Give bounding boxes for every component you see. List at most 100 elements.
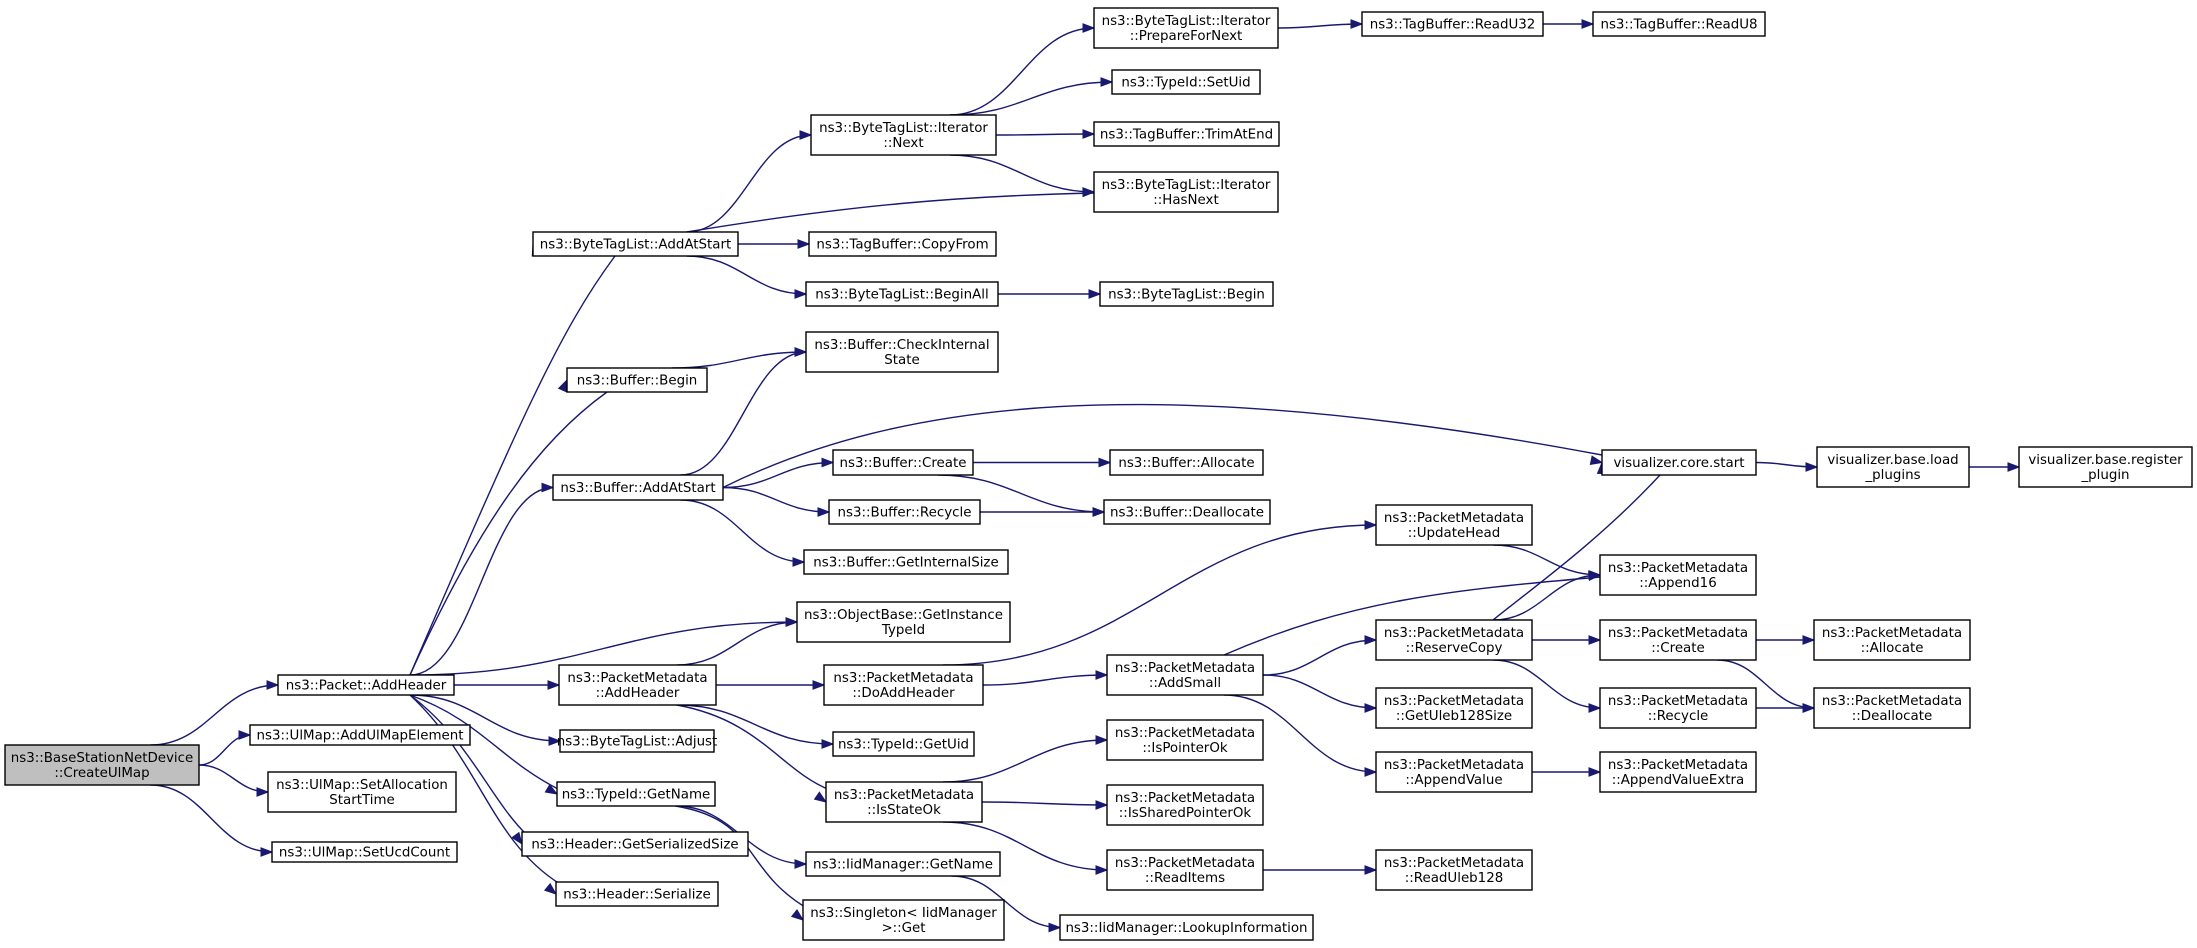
function-node[interactable]: ns3::ByteTagList::Iterator::PrepareForNe… [1093, 7, 1279, 49]
arrowhead [1589, 455, 1604, 466]
node-label-line: ::Create [1651, 641, 1705, 656]
edge-n8-to-n20 [676, 617, 799, 666]
node-box [1103, 499, 1271, 525]
function-node[interactable]: ns3::ByteTagList::AddAtStart [532, 231, 739, 257]
function-node[interactable]: visualizer.base.register_plugin [2018, 446, 2193, 488]
function-node[interactable]: ns3::PacketMetadata::Append16 [1599, 554, 1757, 596]
node-box [832, 449, 974, 476]
function-node[interactable]: ns3::PacketMetadata::ReserveCopy [1375, 619, 1533, 661]
edge-line [676, 704, 834, 745]
arrowhead [1095, 865, 1109, 875]
function-node[interactable]: visualizer.core.start [1601, 449, 1757, 476]
node-label-line: ::Deallocate [1852, 709, 1932, 724]
edge-line [409, 486, 554, 676]
function-node[interactable]: ns3::UlMap::SetUcdCount [271, 841, 458, 863]
function-node[interactable]: ns3::PacketMetadata::DoAddHeader [823, 664, 984, 706]
function-node[interactable]: ns3::ByteTagList::Iterator::Next [810, 114, 997, 156]
function-node[interactable]: ns3::PacketMetadata::AddHeader [558, 664, 717, 706]
node-label-line: ns3::Header::Serialize [563, 888, 710, 903]
node-label-line: ns3::PacketMetadata [1115, 856, 1255, 871]
function-node[interactable]: ns3::PacketMetadata::IsStateOk [825, 781, 983, 823]
function-node[interactable]: ns3::ByteTagList::Iterator::HasNext [1093, 171, 1279, 213]
function-node[interactable]: ns3::Buffer::Begin [566, 367, 708, 393]
function-node[interactable]: ns3::Buffer::Deallocate [1103, 499, 1271, 525]
function-node[interactable]: ns3::IidManager::LookupInformation [1059, 914, 1314, 941]
function-node[interactable]: visualizer.base.load_plugins [1816, 446, 1970, 488]
edge-line [949, 27, 1095, 116]
function-node[interactable]: ns3::TagBuffer::CopyFrom [808, 231, 997, 257]
function-node[interactable]: ns3::Buffer::Create [832, 449, 974, 476]
node-label-line: ns3::Buffer::Recycle [838, 506, 972, 521]
edge-line [409, 694, 561, 791]
node-label-line: ::IsPointerOk [1142, 741, 1227, 756]
function-node[interactable]: ns3::PacketMetadata::Allocate [1813, 619, 1971, 661]
function-node[interactable]: ns3::PacketMetadata::ReadUleb128 [1375, 849, 1533, 891]
function-node[interactable]: ns3::PacketMetadata::AppendValueExtra [1599, 751, 1757, 793]
function-node[interactable]: ns3::TypeId::GetName [556, 781, 716, 807]
function-node[interactable]: ns3::PacketMetadata::Create [1599, 619, 1757, 661]
node-label-line: ns3::ByteTagList::BeginAll [815, 288, 988, 303]
function-node[interactable]: ns3::PacketMetadata::IsPointerOk [1106, 719, 1264, 761]
arrowhead [1364, 767, 1378, 777]
function-node[interactable]: ns3::PacketMetadata::Deallocate [1813, 687, 1971, 729]
arrowhead [1364, 635, 1378, 645]
node-label-line: ns3::PacketMetadata [1115, 726, 1255, 741]
function-node[interactable]: ns3::Header::GetSerializedSize [521, 831, 749, 857]
function-node[interactable]: ns3::PacketMetadata::UpdateHead [1375, 504, 1533, 546]
function-node[interactable]: ns3::TagBuffer::ReadU8 [1592, 11, 1766, 37]
edge-n1-to-n8 [453, 680, 561, 690]
function-node[interactable]: ns3::Header::Serialize [555, 881, 719, 907]
function-node[interactable]: ns3::Buffer::Recycle [828, 499, 981, 525]
function-node[interactable]: ns3::Buffer::AddAtStart [552, 474, 724, 501]
arrowhead [1588, 635, 1602, 645]
function-node[interactable]: ns3::Buffer::Allocate [1109, 449, 1264, 476]
edge-line [676, 704, 831, 791]
edge-n37-to-n46 [1263, 865, 1378, 875]
node-box [1601, 449, 1757, 476]
function-node[interactable]: ns3::ByteTagList::Begin [1099, 281, 1274, 307]
edge-n43-to-n42 [1492, 570, 1602, 621]
node-label-line: ::AddSmall [1149, 676, 1221, 691]
node-label-line: ns3::Buffer::AddAtStart [560, 481, 715, 496]
node-label-line: ::HasNext [1153, 193, 1218, 208]
function-node[interactable]: ns3::TagBuffer::ReadU32 [1361, 11, 1544, 37]
edge-line [676, 621, 798, 666]
node-box [1375, 751, 1533, 793]
node-box [1059, 914, 1314, 941]
function-node[interactable]: ns3::PacketMetadata::AddSmall [1106, 654, 1264, 696]
arrowhead [1802, 703, 1816, 713]
node-label-line: ::GetUleb128Size [1396, 709, 1512, 724]
function-node[interactable]: ns3::Buffer::GetInternalSize [803, 549, 1009, 575]
node-box [810, 114, 997, 156]
node-box [1816, 446, 1970, 488]
node-label-line: ns3::PacketMetadata [1608, 758, 1748, 773]
function-node[interactable]: ns3::IidManager::GetName [805, 851, 1001, 877]
function-node[interactable]: ns3::UlMap::AddUlMapElement [249, 724, 471, 746]
function-node[interactable]: ns3::TypeId::SetUid [1111, 69, 1261, 95]
node-label-line: visualizer.base.register [2028, 453, 2183, 468]
function-node[interactable]: ns3::PacketMetadata::IsSharedPointerOk [1106, 784, 1264, 826]
node-label-line: ns3::PacketMetadata [1384, 694, 1524, 709]
node-box [1592, 11, 1766, 37]
function-node[interactable]: ns3::Packet::AddHeader [277, 674, 455, 696]
edge-n26-to-n39 [1277, 19, 1364, 29]
node-box [1375, 849, 1533, 891]
function-node[interactable]: ns3::PacketMetadata::Recycle [1599, 687, 1757, 729]
function-node[interactable]: ns3::TypeId::GetUid [832, 731, 975, 757]
node-label-line: ns3::ByteTagList::Iterator [819, 121, 988, 136]
node-label-line: ::ReadItems [1145, 871, 1225, 886]
arrowhead [794, 859, 808, 869]
node-box [267, 771, 457, 813]
function-node[interactable]: ns3::Singleton< IidManager >::Get [802, 899, 1005, 941]
function-node[interactable]: ns3::TagBuffer::TrimAtEnd [1093, 121, 1280, 147]
node-label-line: ns3::Buffer::Begin [577, 374, 698, 389]
function-node[interactable]: ns3::PacketMetadata::ReadItems [1106, 849, 1264, 891]
function-node[interactable]: ns3::ByteTagList::Adjust [557, 729, 718, 753]
function-node[interactable]: ns3::PacketMetadata::AppendValue [1375, 751, 1533, 793]
function-node[interactable]: ns3::ByteTagList::BeginAll [805, 281, 999, 307]
arrowhead [794, 289, 808, 299]
function-node[interactable]: ns3::PacketMetadata::GetUleb128Size [1375, 687, 1533, 729]
